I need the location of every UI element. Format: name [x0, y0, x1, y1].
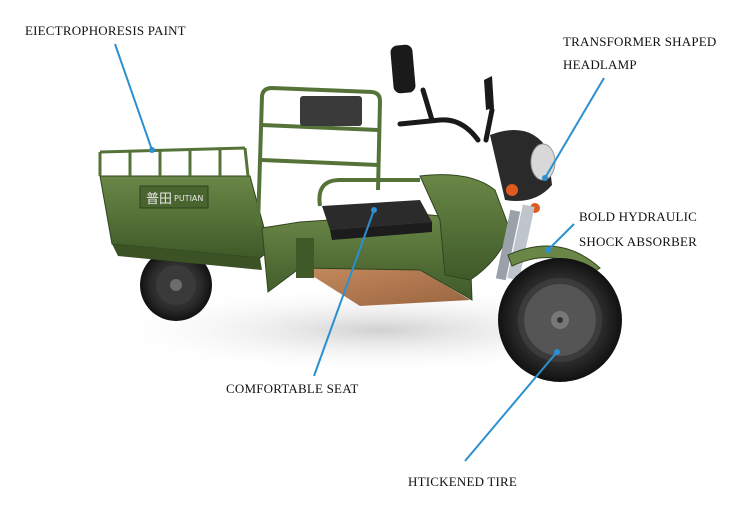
logo-subtext: PUTIAN [174, 194, 203, 203]
cargo-box: 普田 PUTIAN [98, 85, 383, 270]
callout-shock-line1: BOLD HYDRAULIC [579, 209, 697, 224]
seat [317, 178, 432, 240]
side-logo-panel [296, 238, 314, 278]
callout-headlamp-line2: HEADLAMP [563, 57, 637, 72]
callout-electrophoresis-paint: EIECTROPHORESIS PAINT [25, 23, 186, 38]
cargo-nameplate [300, 96, 362, 126]
callout-headlamp-line1: TRANSFORMER SHAPED [563, 34, 717, 49]
leader-dot-shock [545, 247, 551, 253]
leader-line-headlamp [544, 77, 605, 179]
handlebar [397, 87, 495, 143]
leader-dot-headlamp [542, 175, 548, 181]
right-mirror [484, 76, 494, 110]
front-wheel [498, 258, 622, 382]
leader-lines [114, 43, 605, 462]
leader-line-shock [547, 223, 575, 251]
leader-dot-seat [371, 207, 377, 213]
leader-dots [149, 147, 560, 355]
callout-comfortable-seat: COMFORTABLE SEAT [226, 381, 359, 396]
callout-shock-line2: SHOCK ABSORBER [579, 234, 698, 249]
leader-line-seat [313, 209, 375, 377]
logo-text: 普田 [146, 192, 172, 207]
left-mirror [390, 44, 416, 94]
headlamp-assembly [490, 130, 556, 213]
callout-thickened-tire: HTICKENED TIRE [408, 474, 518, 489]
logo-panel [139, 185, 209, 209]
leader-dot-paint [149, 147, 155, 153]
leader-line-paint [114, 43, 153, 151]
passenger-floor [300, 268, 470, 306]
leader-line-tire [464, 351, 558, 462]
leader-dot-tire [554, 349, 560, 355]
rear-wheel [140, 249, 212, 321]
